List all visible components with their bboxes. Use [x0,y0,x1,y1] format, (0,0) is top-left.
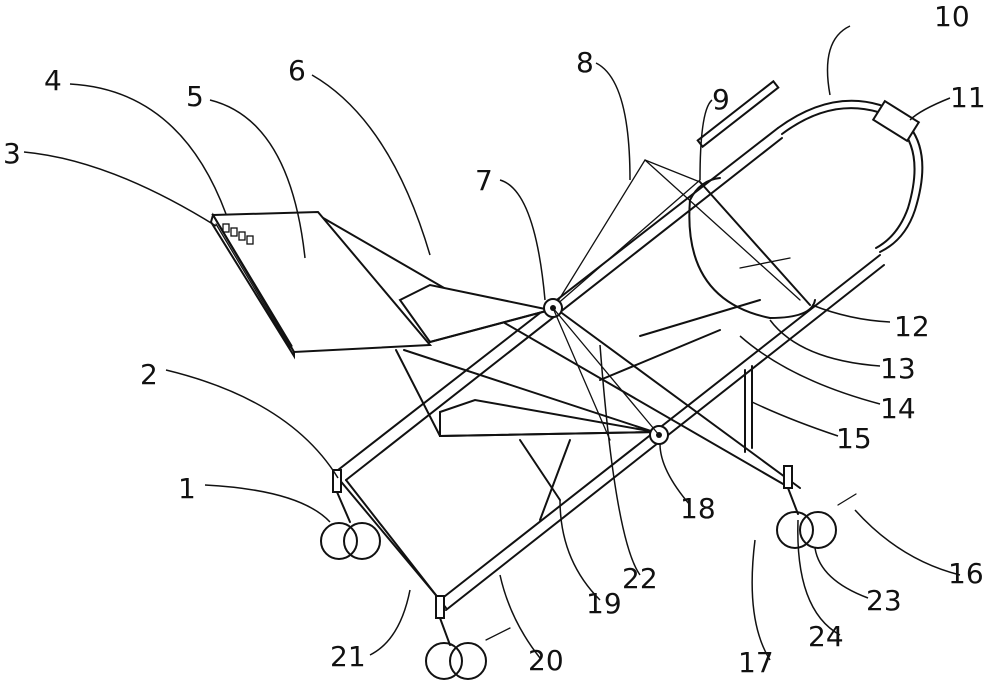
label-4: 4 [44,64,62,97]
front-right-wheels [425,595,511,680]
label-10: 10 [934,0,970,33]
keypad [222,223,254,245]
pivot-joints [543,298,669,445]
label-8: 8 [576,46,594,79]
label-5: 5 [186,80,204,113]
label-19: 19 [586,587,622,620]
label-18: 18 [680,492,716,525]
label-16: 16 [948,557,984,590]
rear-wheels [776,465,857,549]
label-11: 11 [950,81,986,114]
label-22: 22 [622,562,658,595]
reference-numerals: 1 2 3 4 5 6 7 8 9 10 11 12 13 14 15 16 1… [3,0,986,679]
label-21: 21 [330,640,366,673]
handle [696,79,924,253]
label-14: 14 [880,392,916,425]
basket [688,177,816,319]
label-13: 13 [880,352,916,385]
handle-grip [871,99,921,143]
label-2: 2 [140,358,158,391]
label-7: 7 [475,164,493,197]
label-20: 20 [528,644,564,677]
label-9: 9 [712,83,730,116]
label-23: 23 [866,584,902,617]
label-3: 3 [3,137,21,170]
label-1: 1 [178,472,196,505]
lower-struts [519,365,753,521]
canopy-frame [554,159,811,307]
tray-panel [209,210,433,360]
label-12: 12 [894,310,930,343]
label-6: 6 [288,54,306,87]
main-frame [317,127,885,611]
label-15: 15 [836,422,872,455]
slide-bar [696,79,780,149]
label-17: 17 [738,646,774,679]
leader-lines [23,25,961,661]
front-left-wheels [320,469,381,560]
label-24: 24 [808,620,844,653]
